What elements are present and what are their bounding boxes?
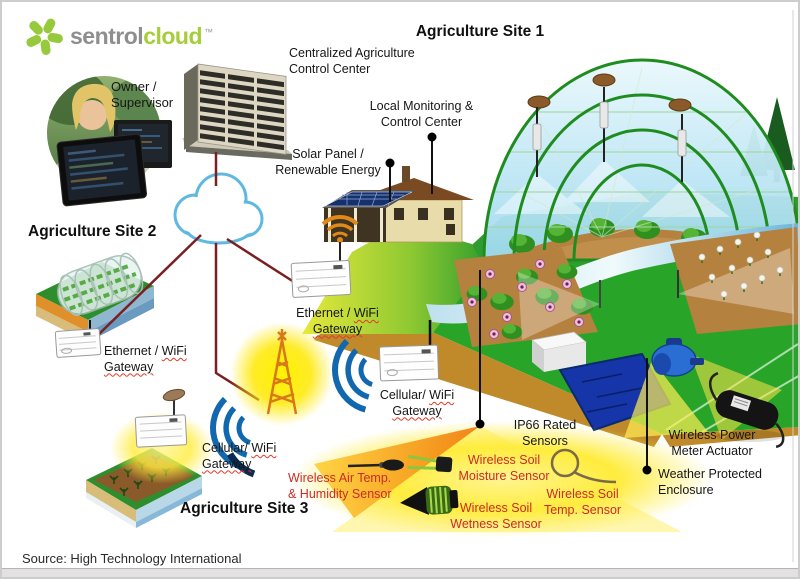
shed xyxy=(531,331,587,372)
label-air-temp-humidity-sensor: Wireless Air Temp. & Humidity Sensor xyxy=(288,471,392,501)
bottom-edge-strip xyxy=(2,568,798,577)
label-owner-supervisor: Owner / Supervisor xyxy=(111,79,174,110)
gateway-device-site2 xyxy=(54,328,102,358)
wifi-arcs-icon-site3 xyxy=(205,396,256,478)
site2-title: Agriculture Site 2 xyxy=(28,223,157,240)
logo-pinwheel-icon xyxy=(26,18,63,55)
label-ip66-sensors: IP66 Rated Sensors xyxy=(513,418,577,448)
air-temp-sensor-icon xyxy=(347,459,404,471)
power-meter-actuator-icon xyxy=(708,372,785,449)
site1-title: Agriculture Site 1 xyxy=(415,23,545,40)
gateway-device-central xyxy=(290,260,352,298)
satellite-dish-icon xyxy=(162,388,186,402)
flower-garden xyxy=(454,248,601,347)
gateway-device-site3 xyxy=(134,388,188,448)
label-solar-panel: Solar Panel / Renewable Energy xyxy=(275,147,381,177)
crop-field xyxy=(670,227,798,334)
light-bursts xyxy=(110,322,782,537)
label-control-center: Centralized Agriculture Control Center xyxy=(289,46,415,76)
radio-tower-icon xyxy=(266,329,298,415)
gateway-device-cellular xyxy=(378,320,440,382)
dome-sprinklers xyxy=(532,87,687,182)
soil-temp-sensor-icon xyxy=(550,448,617,484)
dome-vents xyxy=(527,73,692,112)
callout-dots xyxy=(385,132,652,475)
source-credit: Source: High Technology International xyxy=(22,551,242,566)
soil-moisture-sensor-icon xyxy=(407,454,453,473)
soil-wetness-sensor-icon xyxy=(400,485,459,515)
greenhouse-dome xyxy=(482,58,798,262)
cloud-icon xyxy=(173,172,264,245)
site3-title: Agriculture Site 3 xyxy=(180,500,309,517)
label-soil-temp-sensor: Wireless Soil Temp. Sensor xyxy=(543,487,622,517)
control-center-building xyxy=(182,63,292,160)
monitoring-tablets xyxy=(56,120,172,207)
label-local-monitoring: Local Monitoring & Control Center xyxy=(369,99,474,129)
label-weather-enclosure: Weather Protected Enclosure xyxy=(658,467,762,497)
water-pump xyxy=(651,338,704,377)
label-soil-wetness-sensor: Wireless Soil Wetness Sensor xyxy=(450,501,542,531)
site2-greenhouse xyxy=(36,252,154,342)
label-power-meter-actuator: Wireless Power Meter Actuator xyxy=(668,428,756,458)
wifi-antenna-icon-house xyxy=(321,214,359,264)
callout-lines xyxy=(389,139,648,468)
trademark-symbol: ™ xyxy=(204,26,213,37)
label-soil-moisture-sensor: Wireless Soil Moisture Sensor xyxy=(458,453,550,483)
